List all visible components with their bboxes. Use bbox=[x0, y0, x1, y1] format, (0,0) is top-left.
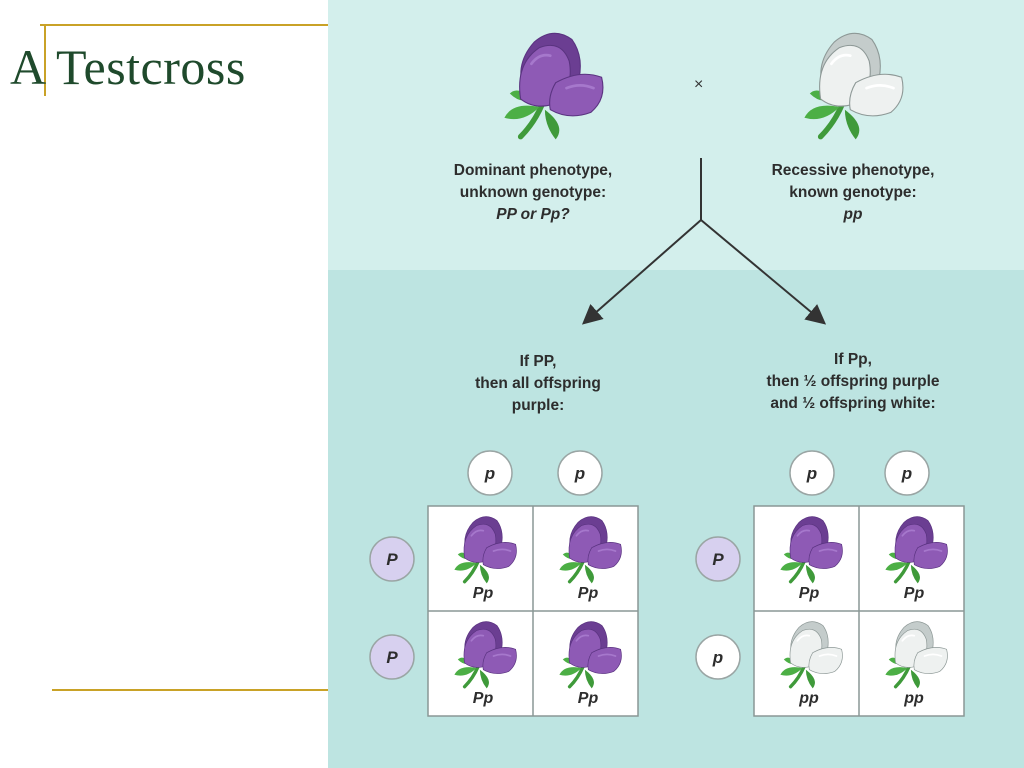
slide-title: A Testcross bbox=[10, 39, 246, 95]
dominant-parent-flower-icon bbox=[504, 32, 604, 140]
gold-rule-bottom bbox=[52, 689, 328, 691]
column-allele-2-2: p bbox=[884, 450, 930, 496]
dominant-parent-line3: PP or Pp? bbox=[496, 206, 570, 223]
row-allele-2-1-letter: P bbox=[712, 550, 724, 569]
outcome-heterozygous-line3: and ½ offspring white: bbox=[770, 395, 936, 412]
gold-rule-vertical bbox=[44, 24, 46, 96]
offspring-flower-icon-1-2 bbox=[559, 516, 622, 584]
offspring-genotype-1-3: Pp bbox=[473, 690, 494, 707]
parent-panel bbox=[328, 0, 1024, 270]
offspring-flower-icon-2-2 bbox=[885, 516, 948, 584]
dominant-parent-label: Dominant phenotype, unknown genotype: PP… bbox=[418, 160, 648, 226]
offspring-genotype-2-3: pp bbox=[798, 690, 819, 707]
cross-symbol: × bbox=[694, 76, 704, 93]
row-allele-1-1-letter: P bbox=[386, 550, 398, 569]
recessive-parent-flower-icon bbox=[804, 32, 904, 140]
offspring-flower-icon-1-3 bbox=[454, 621, 517, 689]
offspring-flower-icon-2-3 bbox=[780, 621, 843, 689]
recessive-parent-line3: pp bbox=[843, 206, 863, 223]
dominant-parent-line2: unknown genotype: bbox=[459, 184, 607, 201]
recessive-parent-label: Recessive phenotype, known genotype: pp bbox=[738, 160, 968, 226]
arrow-to-pp-outcome bbox=[581, 219, 702, 325]
column-allele-2-2-letter: p bbox=[901, 464, 912, 483]
offspring-genotype-2-1: Pp bbox=[799, 585, 820, 602]
offspring-genotype-1-4: Pp bbox=[578, 690, 599, 707]
column-allele-1-1-letter: p bbox=[484, 464, 495, 483]
arrow-to-pp-het-outcome bbox=[700, 219, 827, 325]
offspring-genotype-2-4: pp bbox=[903, 690, 924, 707]
row-allele-1-2-letter: P bbox=[386, 648, 398, 667]
offspring-flower-icon-2-1 bbox=[780, 516, 843, 584]
offspring-genotype-1-1: Pp bbox=[473, 585, 494, 602]
row-allele-1-1: P bbox=[369, 536, 415, 582]
row-allele-2-1: P bbox=[695, 536, 741, 582]
column-allele-1-2: p bbox=[557, 450, 603, 496]
row-allele-2-2-letter: p bbox=[712, 648, 723, 667]
row-allele-1-2: P bbox=[369, 634, 415, 680]
recessive-parent-line2: known genotype: bbox=[789, 184, 917, 201]
recessive-parent-line1: Recessive phenotype, bbox=[771, 162, 935, 179]
offspring-genotype-1-2: Pp bbox=[578, 585, 599, 602]
offspring-flower-icon-1-4 bbox=[559, 621, 622, 689]
column-allele-1-2-letter: p bbox=[574, 464, 585, 483]
column-allele-2-1-letter: p bbox=[806, 464, 817, 483]
outcome-heterozygous-label: If Pp, then ½ offspring purple and ½ off… bbox=[728, 349, 978, 415]
offspring-flower-icon-1-1 bbox=[454, 516, 517, 584]
column-allele-2-1: p bbox=[789, 450, 835, 496]
column-allele-1-1: p bbox=[467, 450, 513, 496]
outcome-homozygous-line1: If PP, bbox=[519, 353, 557, 370]
outcome-homozygous-label: If PP, then all offspring purple: bbox=[423, 351, 653, 417]
offspring-genotype-2-2: Pp bbox=[904, 585, 925, 602]
outcome-heterozygous-line2: then ½ offspring purple bbox=[766, 373, 940, 390]
dominant-parent-line1: Dominant phenotype, bbox=[453, 162, 613, 179]
row-allele-2-2: p bbox=[695, 634, 741, 680]
offspring-flower-icon-2-4 bbox=[885, 621, 948, 689]
gold-rule-top bbox=[40, 24, 328, 26]
outcome-homozygous-line2: then all offspring bbox=[475, 375, 601, 392]
outcome-heterozygous-line1: If Pp, bbox=[834, 351, 872, 368]
outcome-homozygous-line3: purple: bbox=[511, 397, 565, 414]
